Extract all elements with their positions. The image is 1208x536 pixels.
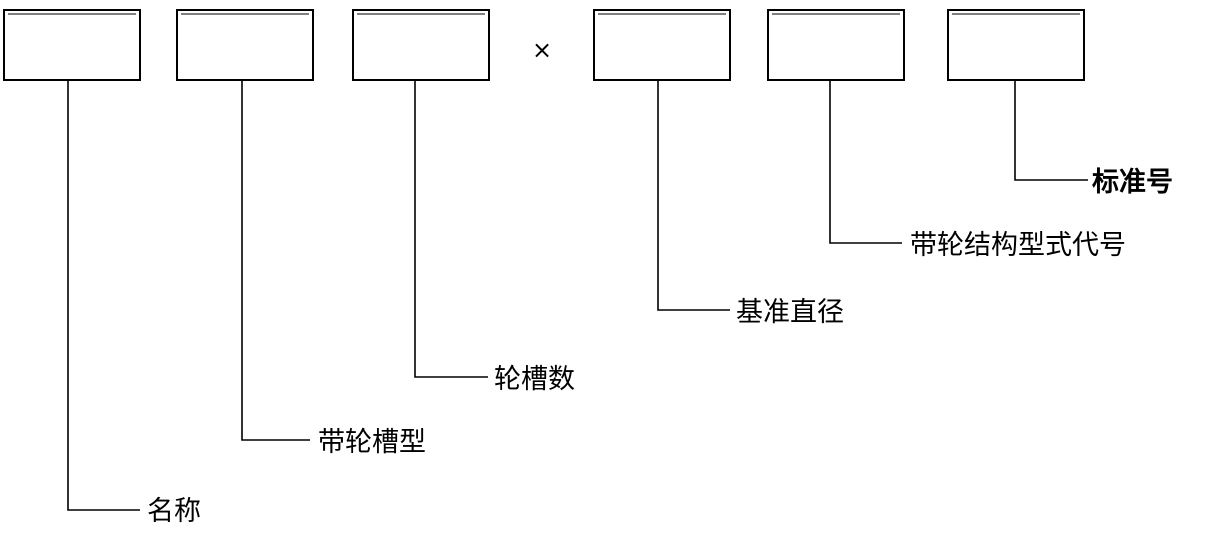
- box-groove-type: [176, 9, 314, 81]
- leader-lines: [67, 80, 1088, 511]
- box-standard-number: [947, 9, 1085, 81]
- box-structure-code: [767, 9, 905, 81]
- code-boxes: [3, 9, 1085, 81]
- field-labels: 名称 带轮槽型 轮槽数 基准直径 带轮结构型式代号 标准号: [147, 167, 1173, 527]
- leader-structure-code: [829, 80, 902, 244]
- leader-name: [67, 80, 140, 511]
- label-datum-diameter: 基准直径: [736, 297, 844, 328]
- label-groove-type: 带轮槽型: [318, 427, 426, 458]
- box-name: [3, 9, 141, 81]
- label-name: 名称: [147, 496, 201, 527]
- leader-datum-diameter: [657, 80, 730, 311]
- box-groove-count: [352, 9, 490, 81]
- leader-groove-count: [414, 80, 488, 378]
- label-standard-number: 标准号: [1092, 167, 1173, 198]
- leader-groove-type: [241, 80, 310, 441]
- times-separator: ×: [532, 36, 552, 64]
- leader-standard-number: [1014, 80, 1088, 181]
- label-structure-code: 带轮结构型式代号: [910, 230, 1126, 261]
- box-datum-diameter: [593, 9, 731, 81]
- label-groove-count: 轮槽数: [494, 364, 575, 395]
